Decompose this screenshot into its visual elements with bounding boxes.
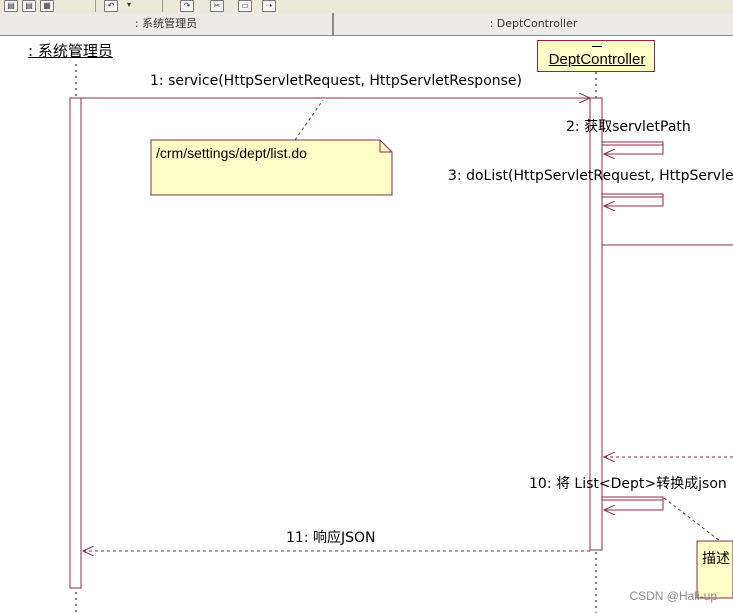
toolbar: ▤ ▤ ▦ ↶ ▾ ↷ ✂ ▭ ➝ [0, 0, 733, 14]
message-3-arrow [602, 193, 664, 206]
print-icon[interactable]: ▤ [22, 0, 36, 12]
message-2-label[interactable]: 2: 获取servletPath [566, 119, 691, 135]
zoom-icon[interactable]: ▦ [40, 0, 54, 12]
object-marker [592, 46, 602, 47]
watermark: CSDN @Hali-up [629, 589, 717, 603]
note-describe-shape [696, 540, 733, 599]
controller-object-box[interactable]: DeptController [537, 40, 655, 72]
arrow-icon[interactable]: ➝ [262, 0, 276, 12]
message-10-label[interactable]: 10: 将 List<Dept>转换成json [529, 476, 727, 492]
actor-activation [69, 97, 82, 589]
message-2-arrow [602, 141, 664, 154]
controller-object-label: DeptController [548, 51, 646, 68]
lifeline-header-bar: : 系统管理员 : DeptController [0, 13, 733, 36]
save-icon[interactable]: ▤ [4, 0, 18, 12]
cut-icon[interactable]: ✂ [210, 0, 224, 12]
note-describe-anchor [663, 497, 721, 542]
redo-icon[interactable]: ↷ [180, 0, 194, 12]
controller-activation [589, 97, 603, 551]
paste-icon[interactable]: ▭ [238, 0, 252, 12]
note-url-text[interactable]: /crm/settings/dept/list.do [156, 145, 307, 161]
note-url-anchor [294, 99, 324, 141]
undo-icon[interactable]: ↶ [104, 0, 118, 12]
message-3-label[interactable]: 3: doList(HttpServletRequest, HttpServle [448, 168, 733, 184]
header-actor[interactable]: : 系统管理员 [134, 17, 198, 30]
actor-label[interactable]: : 系统管理员 [28, 42, 113, 60]
note-url-shape [150, 139, 393, 196]
toolbar-separator [95, 0, 96, 12]
message-11-label[interactable]: 11: 响应JSON [286, 530, 376, 546]
header-controller[interactable]: : DeptController [489, 17, 578, 30]
toolbar-separator [162, 0, 163, 12]
note-describe-text[interactable]: 描述 [702, 551, 730, 567]
dropdown-icon[interactable]: ▾ [126, 0, 131, 9]
header-divider [332, 13, 334, 35]
message-1-label[interactable]: 1: service(HttpServletRequest, HttpServl… [150, 73, 523, 89]
message-10-arrow [602, 496, 664, 510]
